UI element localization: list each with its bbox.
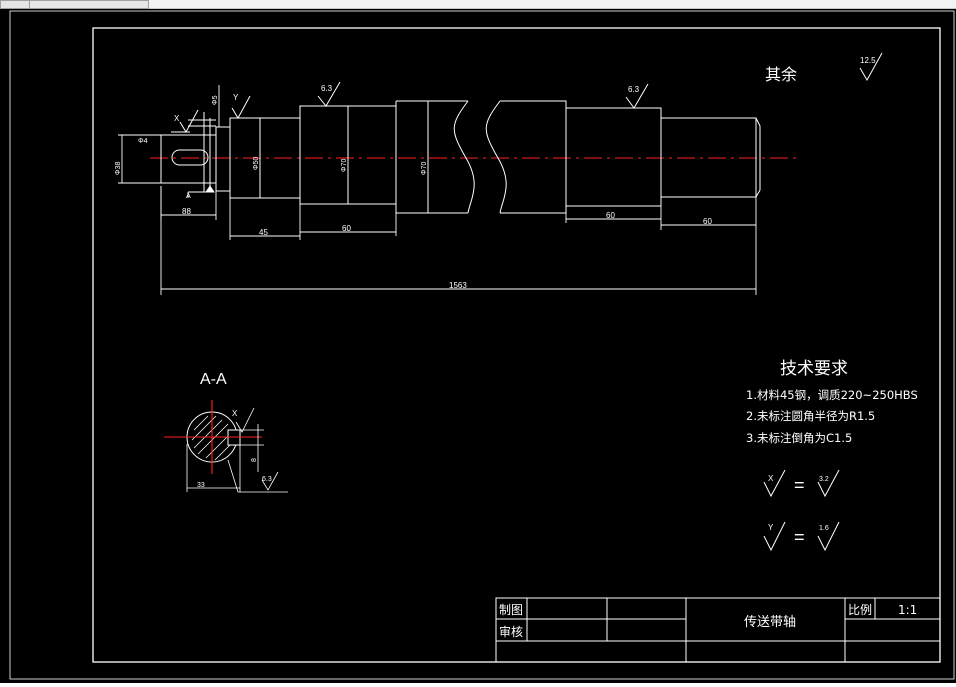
title-drawn-label: 制图 (499, 603, 523, 617)
dim-60-c: 60 (703, 217, 712, 226)
cad-drawing: 88 45 60 60 60 1563 Φ38 Φ5 Φ50 Φ70 Φ70 Φ… (9, 10, 955, 680)
part-name: 传送带轴 (744, 615, 796, 630)
eq-x-sign: = (794, 475, 805, 495)
dim-phi70: Φ70 (421, 162, 428, 175)
dim-phi-mid: Φ70 (341, 159, 348, 172)
dim-phi5: Φ5 (212, 95, 219, 105)
tech-item: 1.材料45钢，调质220~250HBS (746, 388, 918, 402)
section-view: 33 8 X 6.3 (164, 400, 288, 493)
rough-y-top: Y (233, 93, 239, 102)
rough-6-3-b: 6.3 (628, 85, 640, 94)
rough-6-3-a: 6.3 (321, 84, 333, 93)
scale-label: 比例 (848, 603, 872, 617)
title-checked-label: 审核 (499, 624, 523, 639)
dim-60-b: 60 (606, 211, 615, 220)
tech-title: 技术要求 (780, 359, 848, 379)
eq-y-sign: = (794, 527, 805, 547)
dim-phi50: Φ50 (253, 157, 260, 170)
section-arrow-label: A (186, 193, 191, 200)
scale-value: 1:1 (898, 603, 917, 617)
equivalence-symbols (763, 469, 840, 552)
tech-requirements: 技术要求 1.材料45钢，调质220~250HBS 2.未标注圆角半径为R1.5… (746, 359, 918, 445)
dim-total: 1563 (449, 281, 467, 290)
tech-item: 3.未标注倒角为C1.5 (746, 431, 852, 445)
drawing-canvas[interactable]: 88 45 60 60 60 1563 Φ38 Φ5 Φ50 Φ70 Φ70 Φ… (0, 9, 956, 683)
dim-45: 45 (259, 228, 268, 237)
section-roughness: 6.3 (262, 476, 272, 483)
shaft-outline (160, 100, 761, 214)
section-x-mark: X (232, 409, 238, 418)
section-height: 8 (251, 458, 258, 462)
toolbar-tab[interactable] (0, 0, 30, 9)
eq-x-symbol: X (768, 474, 774, 483)
toolbar-tab[interactable] (29, 0, 149, 9)
dim-keyway: 88 (182, 207, 191, 216)
dimensions (118, 85, 757, 295)
roughness-symbols (171, 52, 883, 134)
eq-y-value: 1.6 (819, 525, 829, 532)
dim-60-a: 60 (342, 224, 351, 233)
sheet-border (9, 10, 955, 680)
eq-x-value: 3.2 (819, 476, 829, 483)
rough-12-5: 12.5 (860, 56, 876, 65)
section-width: 33 (197, 482, 205, 489)
dim-neck: Φ4 (138, 138, 148, 145)
toolbar (0, 0, 956, 9)
eq-y-symbol: Y (768, 523, 774, 532)
tech-item: 2.未标注圆角半径为R1.5 (746, 409, 875, 423)
dim-phi38: Φ38 (115, 162, 122, 175)
surplus-note: 其余 (765, 65, 797, 84)
section-title: A-A (200, 371, 227, 388)
rough-x-top: X (174, 114, 180, 123)
drawing-border (92, 27, 941, 663)
title-block (495, 597, 941, 663)
